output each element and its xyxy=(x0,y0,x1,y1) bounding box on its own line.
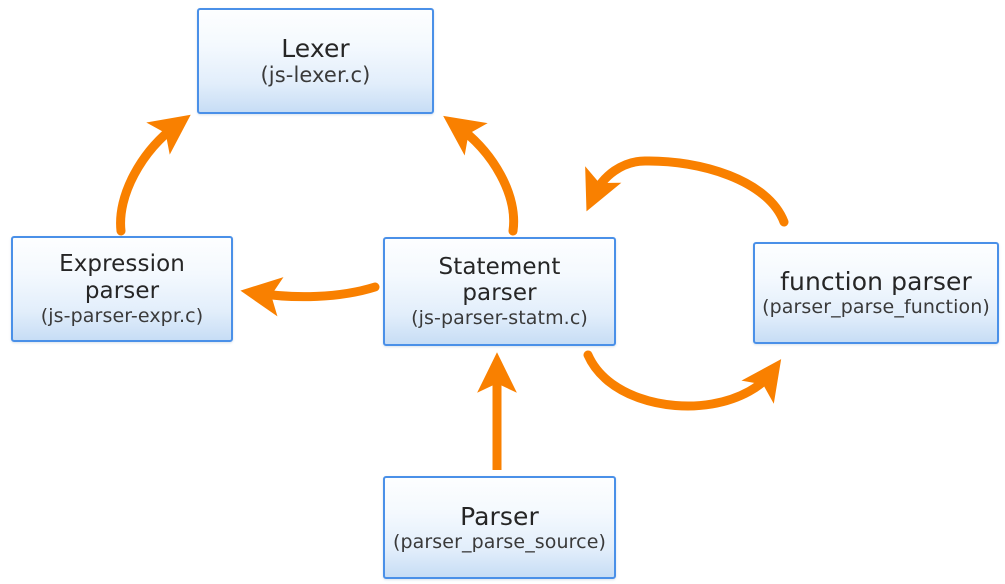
node-lexer-subtitle: (js-lexer.c) xyxy=(260,63,371,88)
node-statement-parser-title-line1: Statement xyxy=(438,253,561,280)
node-function-parser-subtitle: (parser_parse_function) xyxy=(762,296,990,319)
node-statement-parser-title-line2: parser xyxy=(462,280,537,307)
node-parser-title: Parser xyxy=(460,501,539,531)
edge-statement-to-lexer xyxy=(443,115,519,236)
node-expression-parser[interactable]: Expression parser (js-parser-expr.c) xyxy=(11,236,233,342)
node-parser[interactable]: Parser (parser_parse_source) xyxy=(383,476,616,579)
node-expression-parser-title-line1: Expression xyxy=(59,251,185,278)
node-expression-parser-subtitle: (js-parser-expr.c) xyxy=(40,304,204,327)
node-statement-parser[interactable]: Statement parser (js-parser-statm.c) xyxy=(383,237,616,346)
node-lexer-title: Lexer xyxy=(281,34,350,64)
node-expression-parser-title-line2: parser xyxy=(84,277,160,304)
edge-function-to-statement xyxy=(585,156,789,227)
node-statement-parser-subtitle: (js-parser-statm.c) xyxy=(411,307,588,330)
node-function-parser-title: function parser xyxy=(780,267,972,297)
node-function-parser[interactable]: function parser (parser_parse_function) xyxy=(753,242,999,344)
node-parser-subtitle: (parser_parse_source) xyxy=(392,530,607,553)
edge-statement-to-function xyxy=(583,350,782,411)
edge-statement-to-expression xyxy=(240,277,380,317)
edge-expression-to-lexer xyxy=(116,114,191,236)
node-lexer[interactable]: Lexer (js-lexer.c) xyxy=(197,8,434,114)
